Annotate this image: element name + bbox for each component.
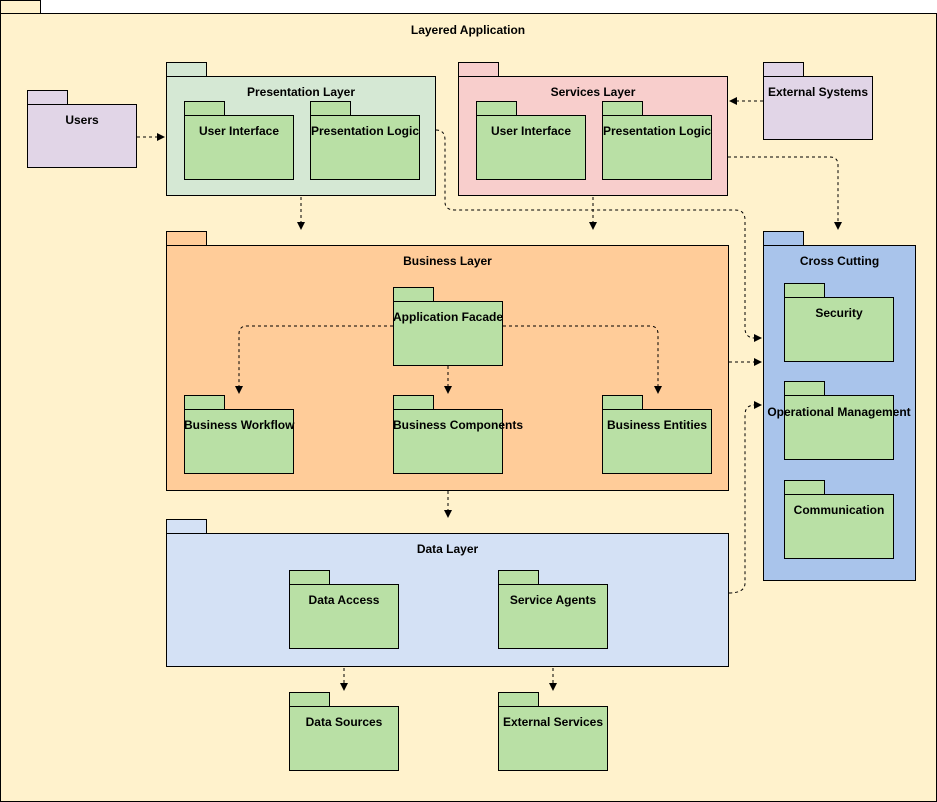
external-services-label: External Services xyxy=(502,715,604,729)
data-sources[interactable] xyxy=(289,706,399,771)
users-label: Users xyxy=(65,113,99,127)
data-layer-title: Data Layer xyxy=(416,542,479,556)
presentation-user-interface[interactable] xyxy=(184,115,294,180)
presentation-to-crosscutting-arrow xyxy=(435,129,762,342)
data-access-label: Data Access xyxy=(308,593,380,607)
presentation-logic[interactable] xyxy=(310,115,420,180)
business-layer-title: Business Layer xyxy=(403,254,492,268)
facade-to-workflow-arrow xyxy=(235,325,393,394)
operational-management-label: Operational Management xyxy=(767,405,911,419)
services-layer-title: Services Layer xyxy=(550,85,636,99)
operational-management[interactable] xyxy=(784,395,894,460)
data-to-crosscutting-arrow xyxy=(728,401,762,594)
security[interactable] xyxy=(784,297,894,362)
business-workflow-label: Business Workflow xyxy=(184,418,295,432)
data-access[interactable] xyxy=(289,584,399,649)
service-agents[interactable] xyxy=(498,584,608,649)
app-title: Layered Application xyxy=(410,23,526,37)
external-systems[interactable] xyxy=(763,76,873,140)
users-package[interactable] xyxy=(27,104,137,168)
external-services[interactable] xyxy=(498,706,608,771)
facade-to-entities-arrow xyxy=(503,325,662,394)
presentation-user-interface-label: User Interface xyxy=(198,124,280,138)
presentation-layer-title: Presentation Layer xyxy=(246,85,356,99)
presentation-logic-label: Presentation Logic xyxy=(310,124,420,138)
business-entities-label: Business Entities xyxy=(606,418,708,432)
services-presentation-logic-label: Presentation Logic xyxy=(602,124,712,138)
business-components[interactable] xyxy=(393,409,503,474)
cross-cutting-title: Cross Cutting xyxy=(799,254,880,268)
business-components-label: Business Components xyxy=(393,418,524,432)
services-user-interface[interactable] xyxy=(476,115,586,180)
communication-label: Communication xyxy=(793,503,885,517)
business-entities[interactable] xyxy=(602,409,712,474)
services-to-crosscutting-arrow xyxy=(728,156,842,230)
business-workflow[interactable] xyxy=(184,409,294,474)
external-systems-label: External Systems xyxy=(767,85,869,99)
data-sources-label: Data Sources xyxy=(305,715,383,729)
service-agents-label: Service Agents xyxy=(509,593,597,607)
communication[interactable] xyxy=(784,494,894,559)
application-facade[interactable] xyxy=(393,301,503,366)
security-label: Security xyxy=(815,306,863,320)
services-user-interface-label: User Interface xyxy=(490,124,572,138)
services-presentation-logic[interactable] xyxy=(602,115,712,180)
application-facade-label: Application Facade xyxy=(393,310,504,324)
data-layer[interactable] xyxy=(166,533,729,667)
